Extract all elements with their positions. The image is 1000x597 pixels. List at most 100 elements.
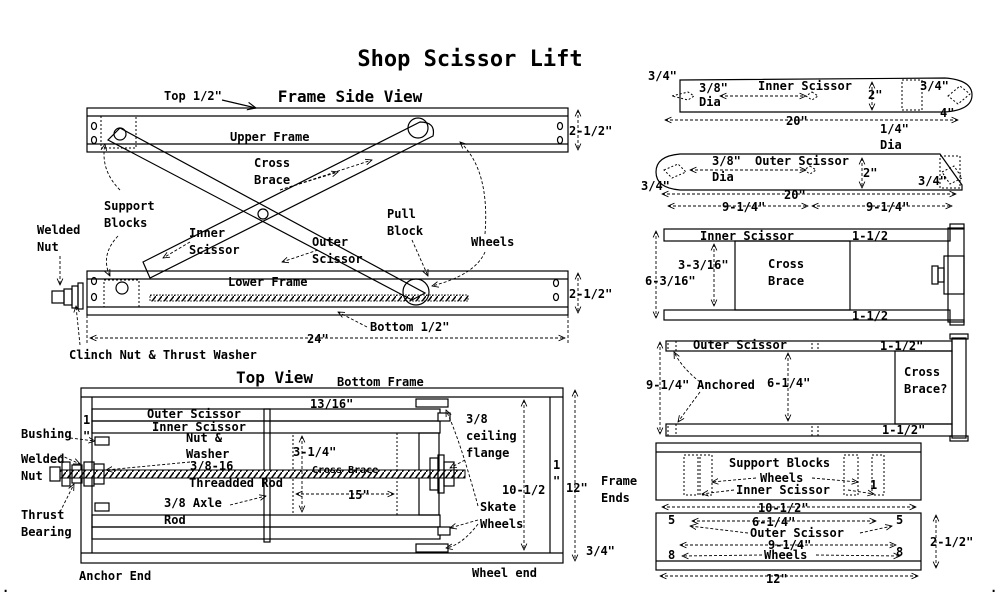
support-block-lower bbox=[103, 279, 140, 308]
outer-dia-left: 3/8"Dia bbox=[712, 154, 741, 184]
frame-ends-dim-12: 12" bbox=[766, 572, 788, 586]
outer-dim-3-4-right: 3/4" bbox=[918, 174, 947, 188]
nut-washer-label: Nut &Washer bbox=[186, 431, 229, 461]
inner-scissor-bar bbox=[679, 77, 973, 113]
outer-scissor-bar-top bbox=[91, 408, 441, 422]
dim-3-1-4: 3-1/4" bbox=[293, 445, 336, 459]
outer-asm-dim-top: 1-1/2" bbox=[880, 339, 923, 353]
frame-ends-wheels2: Wheels bbox=[764, 548, 807, 562]
inner-dim-20: 20" bbox=[786, 114, 808, 128]
top-half-label: Top 1/2" bbox=[164, 89, 222, 103]
inner-scissor-bar-top bbox=[91, 420, 441, 434]
inner-dia-left: 3/8"Dia bbox=[699, 81, 728, 109]
outer-scissor-detail: 3/8"Dia Outer Scissor 2" 3/4" 3/4" 20" 9… bbox=[641, 153, 963, 214]
inner-scissor-title: Inner Scissor bbox=[758, 79, 852, 93]
frame-end-lower bbox=[655, 512, 922, 571]
frame-ends-dim-2-1-2: 2-1/2" bbox=[930, 535, 973, 549]
frame-ends-dim-5-right: 5 bbox=[896, 513, 903, 527]
inner-asm-cross-brace bbox=[734, 240, 851, 311]
frame-ends-dim-9-1-4: 9-1/4" bbox=[768, 538, 811, 552]
dim-1-right: 1 bbox=[553, 458, 560, 472]
dim-10-1-2: 10-1/2 bbox=[502, 483, 545, 497]
dim-3-4: 3/4" bbox=[586, 544, 615, 558]
wheel-top bbox=[407, 117, 429, 139]
corner-dot-right: . bbox=[990, 581, 997, 595]
outer-scissor-arm bbox=[142, 121, 435, 279]
frame-end-upper bbox=[655, 442, 922, 501]
rod-label: Rod bbox=[164, 513, 186, 527]
inner-dim-4: 4" bbox=[940, 106, 954, 120]
top-view-subheading: Bottom Frame bbox=[337, 375, 424, 389]
frame-side-view: Frame Side View Top 1/2" Upper Frame Low… bbox=[37, 87, 612, 362]
threaded-rod-side bbox=[149, 294, 469, 302]
dim-quote-left: " bbox=[83, 429, 90, 443]
dim-24: 24" bbox=[307, 332, 329, 346]
cross-brace-top-label: Cross Brace bbox=[312, 465, 378, 476]
wheel-side bbox=[402, 278, 430, 306]
bushing-label: Bushing bbox=[21, 427, 72, 441]
inner-asm-dim-3-3-16: 3-3/16" bbox=[678, 258, 729, 272]
frame-ends-dim-8-left: 8 bbox=[668, 548, 675, 562]
side-view-heading: Frame Side View bbox=[278, 87, 423, 106]
inner-scissor-detail: 3/4" 3/8"Dia Inner Scissor 2" 3/4" 4" 20… bbox=[648, 69, 973, 152]
outer-asm-label: Outer Scissor bbox=[693, 338, 787, 352]
lower-frame-label: Lower Frame bbox=[228, 275, 307, 289]
upper-frame-label: Upper Frame bbox=[230, 130, 309, 144]
bottom-half-label: Bottom 1/2" bbox=[370, 320, 449, 334]
dim-15: 15" bbox=[348, 488, 370, 502]
corner-dot-left: . bbox=[2, 581, 9, 595]
frame-ends-support-blocks: Support Blocks bbox=[729, 456, 830, 470]
axle-label: 3/8 Axle bbox=[164, 496, 222, 510]
wheels-label: Wheels bbox=[471, 235, 514, 249]
inner-dia-right: 1/4"Dia bbox=[880, 122, 909, 152]
dim-13-16: 13/16" bbox=[310, 397, 353, 411]
outer-scissor-label-top: Outer Scissor bbox=[147, 407, 241, 421]
inner-dim-3-4-left: 3/4" bbox=[648, 69, 677, 83]
dim-12: 12" bbox=[566, 481, 588, 495]
outer-scissor-bar bbox=[655, 153, 963, 191]
frame-ends-dim-1: 1 bbox=[870, 478, 877, 492]
top-view: Top View Bottom Frame Outer Scissor Inne bbox=[2, 368, 997, 595]
outer-asm-dim-bottom: 1-1/2" bbox=[882, 423, 925, 437]
inner-asm-dim-6-3-16: 6-3/16" bbox=[645, 274, 696, 288]
frame-ends-dim-8-right: 8 bbox=[896, 545, 903, 559]
frame-ends-wheels: Wheels bbox=[760, 471, 803, 485]
frame-ends-dim-6-1-4: 6-1/4" bbox=[752, 515, 795, 529]
dim-upper-2-1-2: 2-1/2" bbox=[569, 124, 612, 138]
inner-scissor-arm bbox=[106, 127, 427, 301]
top-view-heading: Top View bbox=[236, 368, 313, 387]
inner-dim-2: 2" bbox=[868, 88, 882, 102]
outer-scissor-title: Outer Scissor bbox=[755, 154, 849, 168]
support-block-upper bbox=[100, 115, 137, 149]
dim-quote-right: " bbox=[553, 474, 560, 488]
outer-dim-2: 2" bbox=[863, 166, 877, 180]
dim-1-left: 1 bbox=[83, 413, 90, 427]
outer-dim-9-1-4-left: 9-1/4" bbox=[722, 200, 765, 214]
outer-dim-3-4-left: 3/4" bbox=[641, 179, 670, 193]
frame-ends-outer-scissor: Outer Scissor bbox=[750, 526, 844, 540]
rod-3-8-16-label: 3/8-16 bbox=[190, 459, 233, 473]
inner-scissor-bar-bottom bbox=[91, 526, 441, 540]
outer-asm-dim-9-1-4: 9-1/4" bbox=[646, 378, 689, 392]
outer-asm-anchored: Anchored bbox=[697, 378, 755, 392]
outer-dim-20: 20" bbox=[784, 188, 806, 202]
frame-ends-inner-scissor: Inner Scissor bbox=[736, 483, 830, 497]
wheel-end-label: Wheel end bbox=[472, 566, 537, 580]
inner-asm-label: Inner Scissor bbox=[700, 229, 794, 243]
dim-lower-2-1-2: 2-1/2" bbox=[569, 287, 612, 301]
inner-scissor-label-top: Inner Scissor bbox=[152, 420, 246, 434]
inner-asm-dim-top: 1-1/2 bbox=[852, 229, 888, 243]
